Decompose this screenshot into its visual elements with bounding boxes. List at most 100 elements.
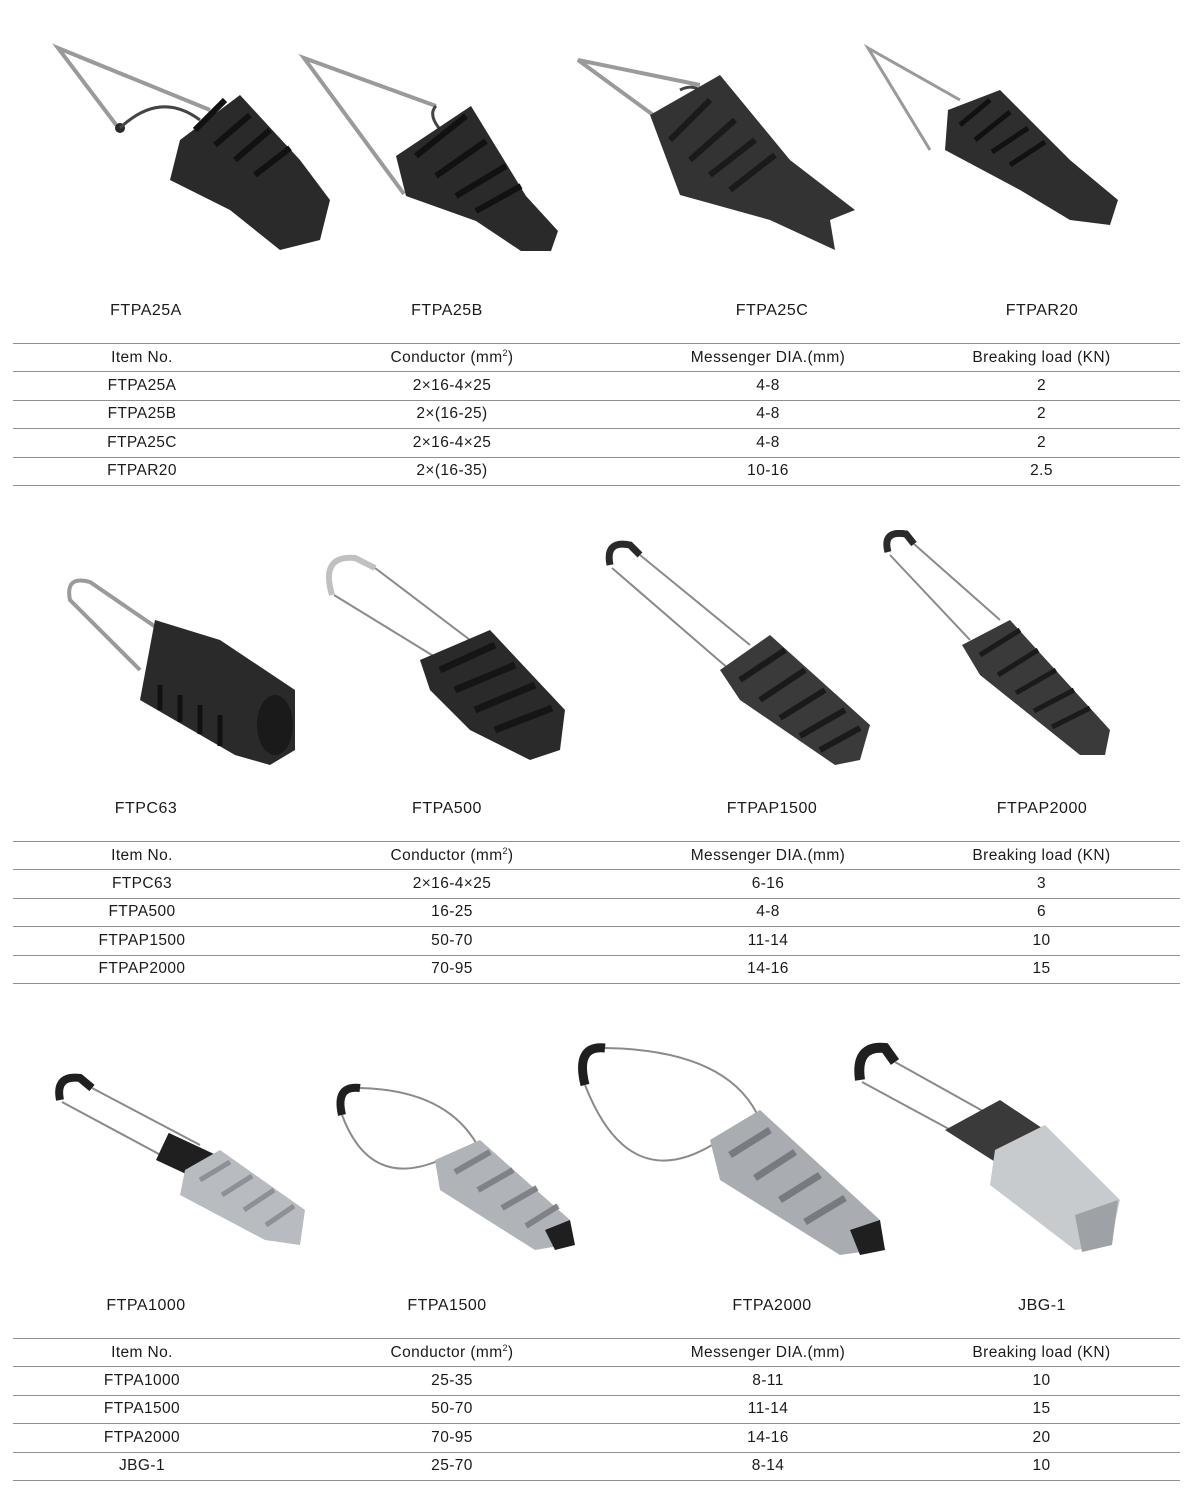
cell-messenger: 4-8: [756, 405, 780, 423]
product-label: FTPA25A: [110, 302, 182, 319]
table-row: FTPA25A 2×16-4×25 4-8 2: [13, 372, 1180, 400]
cell-conductor: 25-35: [431, 1371, 473, 1389]
product-label: FTPAP1500: [726, 800, 818, 817]
sleeve-clamp-icon: [854, 1042, 1120, 1252]
cell-item: FTPA500: [108, 903, 176, 921]
cell-item: JBG-1: [119, 1457, 165, 1475]
spec-table: Item No. Conductor (mm2) Messenger DIA.(…: [13, 1338, 1180, 1481]
table-row: FTPA25C 2×16-4×25 4-8 2: [13, 429, 1180, 457]
cell-messenger: 4-8: [756, 903, 780, 921]
product-label: JBG-1: [1018, 1297, 1066, 1314]
column-header-item: Item No.: [111, 348, 173, 366]
table-row: FTPA1000 25-35 8-11 10: [13, 1367, 1180, 1395]
cell-conductor: 70-95: [431, 960, 473, 978]
table-header-row: Item No. Conductor (mm2) Messenger DIA.(…: [13, 841, 1180, 870]
block-clamp-icon: [67, 578, 295, 765]
cell-conductor: 50-70: [431, 931, 473, 949]
column-header-conductor: Conductor (mm2): [390, 846, 514, 864]
cell-breaking: 20: [1032, 1428, 1051, 1446]
cell-messenger: 11-14: [747, 1400, 789, 1418]
cell-breaking: 2: [1036, 433, 1047, 451]
column-header-messenger: Messenger DIA.(mm): [690, 348, 846, 366]
table-header-row: Item No. Conductor (mm2) Messenger DIA.(…: [13, 343, 1180, 372]
cell-messenger: 4-8: [756, 376, 780, 394]
column-header-messenger: Messenger DIA.(mm): [690, 1343, 846, 1361]
cell-item: FTPA25B: [107, 405, 177, 423]
cell-breaking: 15: [1032, 1400, 1051, 1418]
cell-item: FTPAP2000: [98, 960, 186, 978]
cell-item: FTPA1000: [103, 1371, 181, 1389]
product-label: FTPA500: [412, 800, 482, 817]
cell-conductor: 70-95: [431, 1428, 473, 1446]
cell-breaking: 10: [1032, 1457, 1051, 1475]
spec-table: Item No. Conductor (mm2) Messenger DIA.(…: [13, 841, 1180, 984]
cell-item: FTPA25A: [107, 376, 177, 394]
product-label: FTPC63: [114, 800, 178, 817]
cell-conductor: 2×16-4×25: [412, 433, 492, 451]
column-header-conductor: Conductor (mm2): [390, 348, 514, 366]
column-header-conductor: Conductor (mm2): [390, 1343, 514, 1361]
aluminium-anchor-clamp-icon: [336, 1083, 575, 1250]
cell-conductor: 50-70: [431, 1400, 473, 1418]
wedge-clamp-split-icon: [576, 58, 855, 250]
column-header-breaking: Breaking load (KN): [972, 1343, 1111, 1361]
column-header-item: Item No.: [111, 846, 173, 864]
product-label: FTPA25C: [735, 302, 809, 319]
table-header-row: Item No. Conductor (mm2) Messenger DIA.(…: [13, 1338, 1180, 1367]
cell-item: FTPC63: [111, 874, 173, 892]
cell-messenger: 14-16: [747, 960, 789, 978]
cell-breaking: 2: [1036, 405, 1047, 423]
cell-conductor: 2×16-4×25: [412, 874, 492, 892]
cell-item: FTPA1500: [103, 1400, 181, 1418]
column-header-breaking: Breaking load (KN): [972, 348, 1111, 366]
cell-item: FTPA2000: [103, 1428, 181, 1446]
product-label: FTPA25B: [411, 302, 483, 319]
cell-conductor: 2×(16-25): [416, 405, 488, 423]
column-header-messenger: Messenger DIA.(mm): [690, 846, 846, 864]
table-row: FTPA2000 70-95 14-16 20: [13, 1424, 1180, 1452]
cell-item: FTPAP1500: [98, 931, 186, 949]
product-label: FTPAR20: [1005, 302, 1079, 319]
cell-messenger: 14-16: [747, 1428, 789, 1446]
cell-messenger: 4-8: [756, 433, 780, 451]
aluminium-anchor-clamp-icon: [578, 1043, 885, 1255]
ribbed-anchor-clamp-icon: [883, 530, 1110, 755]
table-row: FTPA1500 50-70 11-14 15: [13, 1395, 1180, 1424]
wedge-clamp-narrow-icon: [863, 43, 1118, 225]
cell-breaking: 2.5: [1030, 462, 1053, 480]
table-row: FTPAR20 2×(16-35) 10-16 2.5: [13, 457, 1180, 486]
table-row: FTPAP1500 50-70 11-14 10: [13, 927, 1180, 955]
table-row: FTPA500 16-25 4-8 6: [13, 898, 1180, 927]
cell-breaking: 15: [1032, 960, 1051, 978]
aluminium-anchor-clamp-icon: [55, 1073, 305, 1245]
table-row: FTPA25B 2×(16-25) 4-8 2: [13, 400, 1180, 429]
spec-table: Item No. Conductor (mm2) Messenger DIA.(…: [13, 343, 1180, 486]
cell-breaking: 10: [1032, 931, 1051, 949]
cell-breaking: 6: [1036, 903, 1047, 921]
table-row: FTPAP2000 70-95 14-16 15: [13, 955, 1180, 984]
column-header-breaking: Breaking load (KN): [972, 846, 1111, 864]
cell-conductor: 16-25: [431, 903, 473, 921]
cell-item: FTPA25C: [107, 433, 177, 451]
cell-conductor: 2×(16-35): [416, 462, 488, 480]
cell-conductor: 25-70: [431, 1457, 473, 1475]
ribbed-anchor-clamp-icon: [605, 540, 870, 765]
cell-messenger: 6-16: [751, 874, 785, 892]
product-label: FTPAP2000: [996, 800, 1088, 817]
cell-breaking: 10: [1032, 1371, 1051, 1389]
cell-messenger: 8-14: [751, 1457, 785, 1475]
cell-messenger: 8-11: [752, 1371, 784, 1389]
table-row: JBG-1 25-70 8-14 10: [13, 1452, 1180, 1481]
column-header-item: Item No.: [111, 1343, 173, 1361]
cell-conductor: 2×16-4×25: [412, 376, 492, 394]
cell-item: FTPAR20: [107, 462, 177, 480]
wedge-clamp-black-icon: [298, 53, 558, 251]
wedge-clamp-black-icon: [52, 43, 330, 250]
cell-breaking: 3: [1036, 874, 1047, 892]
cell-breaking: 2: [1036, 376, 1047, 394]
table-row: FTPC63 2×16-4×25 6-16 3: [13, 870, 1180, 898]
product-label: FTPA1000: [106, 1297, 186, 1314]
anchor-clamp-icon: [325, 554, 565, 760]
cell-messenger: 11-14: [747, 931, 789, 949]
product-label: FTPA1500: [407, 1297, 487, 1314]
